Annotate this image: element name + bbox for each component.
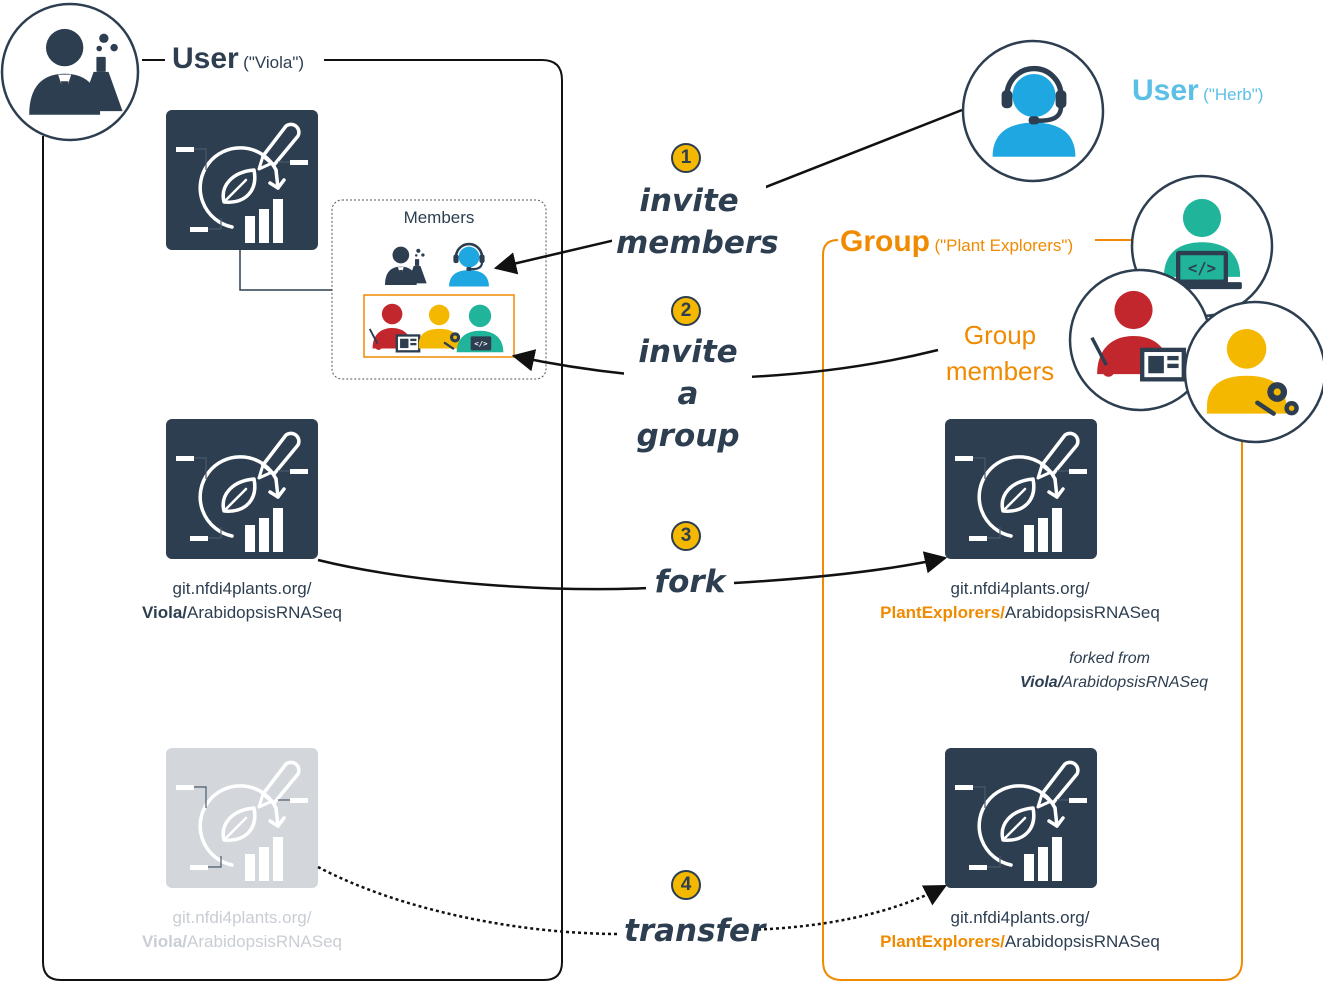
step-4-badge: 4 [671, 870, 701, 900]
repo-viola-fork-source-icon [166, 419, 318, 559]
step-1-badge: 1 [671, 143, 701, 173]
repo-viola-members-icon [166, 110, 318, 250]
members-box-title: Members [403, 208, 475, 227]
step-2-badge: 2 [671, 296, 701, 326]
members-box [331, 199, 547, 380]
forked-from-note: forked from Viola/ArabidopsisRNASeq [1020, 650, 1208, 691]
repo-viola-fork-source-url: git.nfdi4plants.org/ Viola/ArabidopsisRN… [141, 579, 342, 622]
invite-members-line [747, 108, 963, 196]
user-herb-label: User ("Herb") [1132, 74, 1264, 107]
repo-viola-transferred-icon [166, 748, 318, 888]
repo-group-fork-url: git.nfdi4plants.org/ PlantExplorers/Arab… [880, 579, 1160, 622]
step-4-label: transfer [620, 910, 765, 952]
repo-group-transfer-icon [945, 748, 1097, 888]
engineer-avatar [1183, 300, 1323, 444]
transfer-line [317, 865, 629, 936]
group-container [822, 239, 1243, 981]
step-2-label: invite a group [624, 331, 752, 457]
viola-avatar [0, 2, 140, 142]
step-3-label: fork [646, 561, 734, 603]
group-members-label: Group members [945, 320, 1055, 386]
group-label: Group ("Plant Explorers") [838, 225, 1076, 259]
fork-arrow [733, 551, 948, 585]
repo-viola-transferred-url: git.nfdi4plants.org/ Viola/ArabidopsisRN… [141, 908, 342, 951]
repo-group-transfer-url: git.nfdi4plants.org/ PlantExplorers/Arab… [880, 908, 1160, 951]
transfer-arrow [745, 884, 947, 932]
step-3-badge: 3 [671, 521, 701, 551]
herb-avatar [961, 39, 1105, 183]
fork-line [317, 558, 651, 591]
step-1-label: invite members [612, 180, 779, 264]
invite-group-arrow [511, 349, 629, 376]
user-viola-container [42, 59, 563, 981]
user-viola-label: User ("Viola") [172, 42, 305, 75]
repo-group-fork-icon [945, 419, 1097, 559]
invite-group-line [747, 348, 939, 379]
